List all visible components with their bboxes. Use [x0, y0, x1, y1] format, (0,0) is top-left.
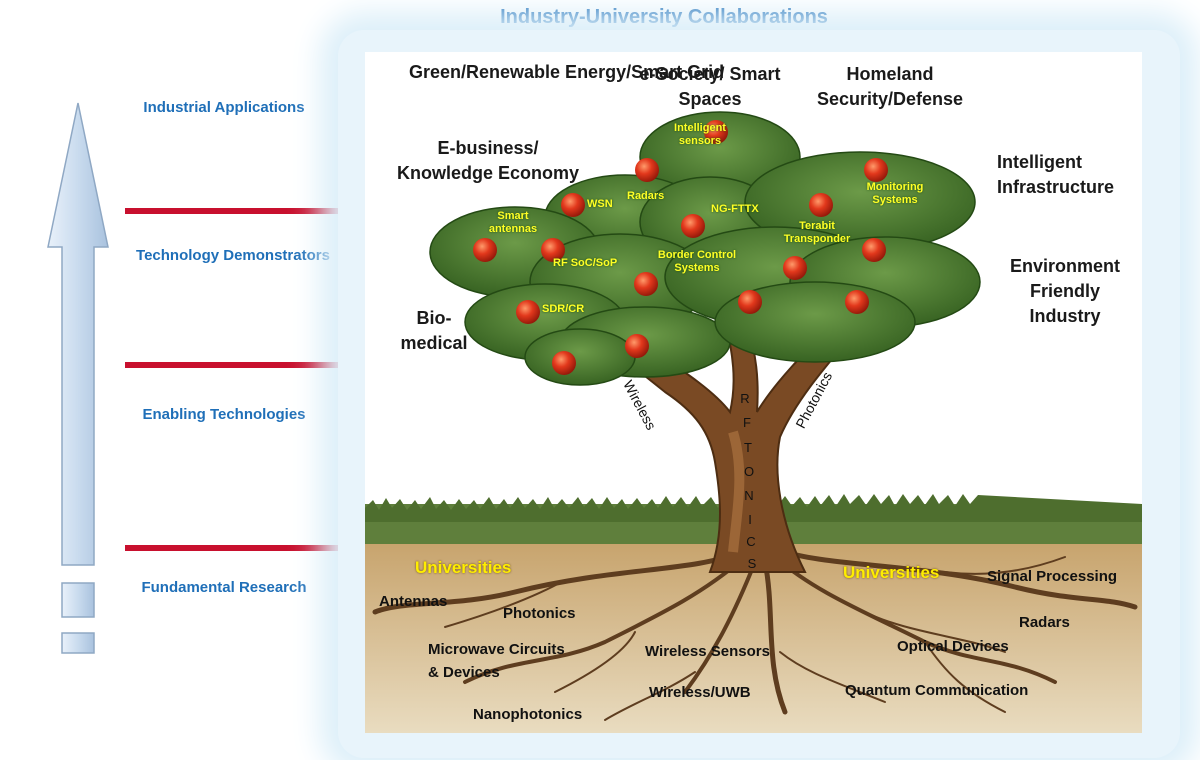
rftonics-letter: R: [740, 391, 750, 406]
app-green-energy: Green/Renewable Energy/Smart Grid: [409, 62, 725, 82]
apple: [738, 290, 762, 314]
level-enabling-technologies: Enabling Technologies: [142, 406, 306, 423]
universities-left: Universities: [415, 558, 512, 577]
tag-radars: Radars: [627, 190, 665, 202]
app-biomedical: Bio- medical: [400, 308, 468, 353]
app-intelligent-infrastructure: Intelligent Infrastructure: [997, 152, 1115, 197]
level-technology-demonstrators: Technology Demonstrators: [136, 247, 330, 264]
app-e-society: e-Society/ Smart Spaces: [639, 64, 781, 109]
separator-1: [125, 208, 341, 214]
rftonics-letter: C: [746, 534, 756, 549]
arrow-shaft: [47, 102, 109, 566]
app-environment-friendly-industry: Environment Friendly Industry: [1009, 256, 1120, 326]
separator-3: [125, 545, 341, 551]
tag-sdr-cr: SDR/CR: [542, 303, 585, 315]
apple: [809, 193, 833, 217]
universities-right: Universities: [843, 563, 940, 582]
separator-2: [125, 362, 341, 368]
rftonics-letter: I: [748, 512, 752, 527]
app-homeland-security: Homeland Security/Defense: [816, 64, 964, 109]
tag-rf-soc-sop: RF SoC/SoP: [553, 257, 618, 269]
apple: [681, 214, 705, 238]
research-wireless-sensors: Wireless Sensors: [645, 643, 770, 660]
tag-intelligent-sensors: Intelligent sensors: [674, 122, 726, 147]
research-microwave: Microwave Circuits & Devices: [428, 641, 565, 681]
research-radars: Radars: [1019, 614, 1070, 631]
apple: [541, 238, 565, 262]
apples: [473, 120, 888, 375]
rftonics-letter: O: [743, 464, 755, 479]
research-antennas: Antennas: [379, 593, 448, 610]
apple: [634, 272, 658, 296]
tag-smart-antennas: Smart antennas: [488, 210, 538, 235]
tag-monitoring-systems: Monitoring Systems: [866, 181, 924, 206]
rftonics-letter: T: [744, 440, 752, 455]
research-wireless-uwb: Wireless/UWB: [649, 684, 751, 701]
tree-panel: Green/Renewable Energy/Smart Grid e-Soci…: [365, 52, 1142, 733]
app-e-business: E-business/ Knowledge Economy: [396, 138, 580, 183]
apple: [561, 193, 585, 217]
tree-illustration: [365, 111, 1142, 733]
arrow-block-2: [61, 632, 95, 654]
research-signal-processing: Signal Processing: [987, 568, 1118, 585]
apple: [635, 158, 659, 182]
apple: [704, 120, 728, 144]
level-industrial-applications: Industrial Applications: [143, 99, 305, 116]
research-nanophotonics: Nanophotonics: [473, 706, 583, 723]
apple: [625, 334, 649, 358]
tag-wsn: WSN: [587, 198, 613, 210]
level-fundamental-research: Fundamental Research: [141, 579, 307, 596]
arrow-block-1: [61, 582, 95, 618]
apple: [864, 158, 888, 182]
apple: [516, 300, 540, 324]
trunk-highlight: [728, 430, 745, 553]
research-photonics: Photonics: [503, 605, 576, 622]
diagram-title: Industry-University Collaborations: [500, 6, 828, 28]
rftonics-letter: S: [747, 556, 757, 571]
progression-arrow: [47, 102, 109, 654]
rftonics-letter: N: [744, 488, 754, 503]
apple: [783, 256, 807, 280]
apple: [845, 290, 869, 314]
apple: [473, 238, 497, 262]
apple: [862, 238, 886, 262]
tag-ng-fttx: NG-FTTX: [711, 203, 759, 215]
tag-terabit-transponder: Terabit Transponder: [783, 220, 851, 245]
research-optical-devices: Optical Devices: [897, 638, 1009, 655]
tag-border-control-systems: Border Control Systems: [657, 249, 737, 274]
apple: [552, 351, 576, 375]
roots: [372, 549, 1138, 721]
rftonics-letter: F: [743, 415, 751, 430]
research-quantum-communication: Quantum Communication: [845, 682, 1029, 699]
canopy: [429, 111, 981, 386]
